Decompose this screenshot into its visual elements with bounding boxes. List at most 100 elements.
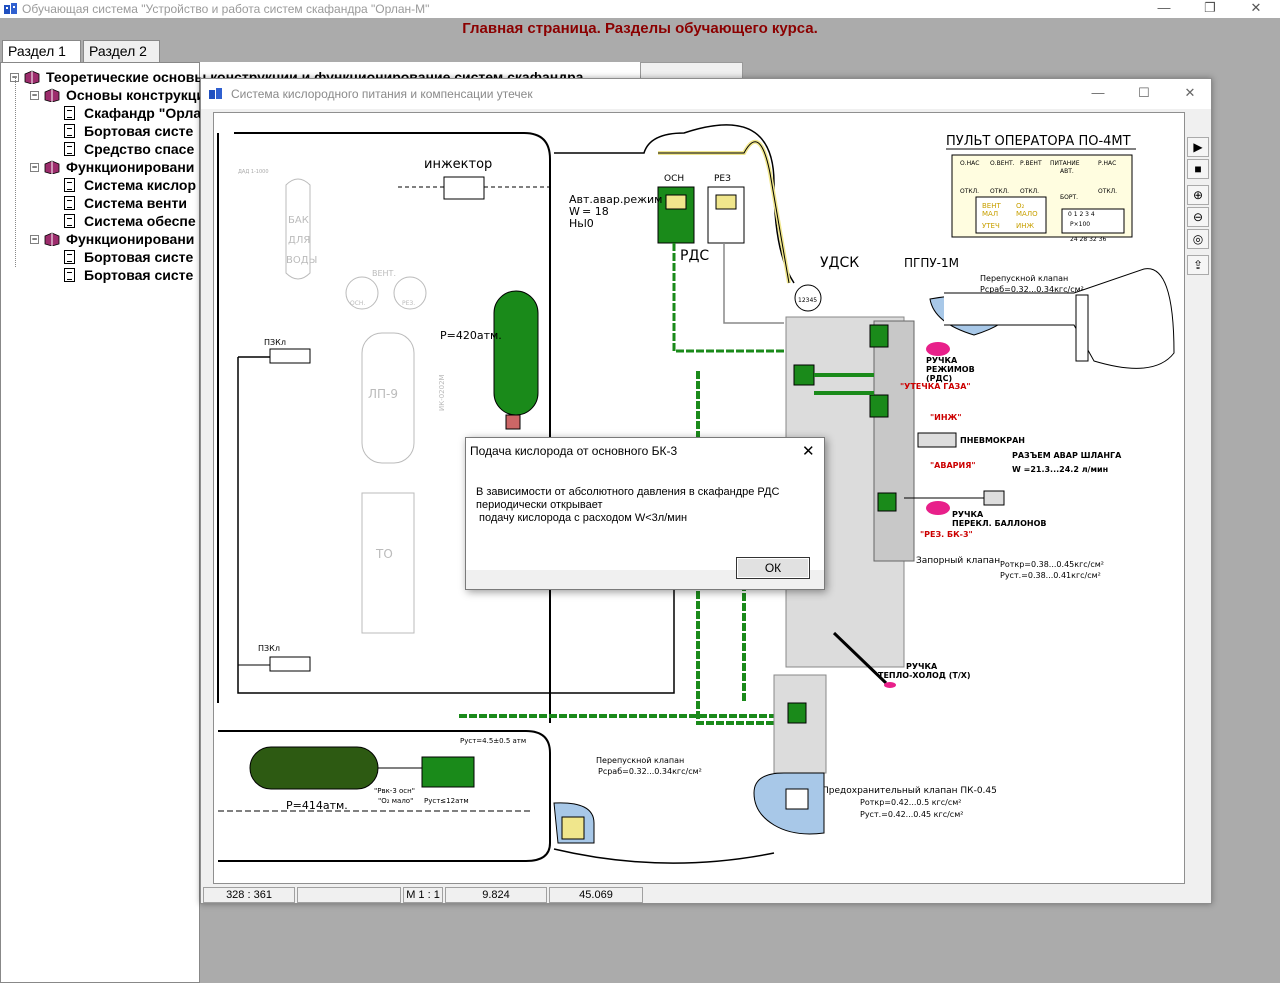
collapse-icon[interactable]: − <box>30 90 39 100</box>
document-icon <box>64 178 75 192</box>
play-icon[interactable]: ▶ <box>1187 137 1209 157</box>
maximize-button[interactable]: ❐ <box>1204 0 1216 15</box>
svg-text:ДЛЯ: ДЛЯ <box>288 235 310 246</box>
svg-text:ПНЕВМОКРАН: ПНЕВМОКРАН <box>960 436 1025 445</box>
tree-item-label: Скафандр "Орлан <box>84 105 210 121</box>
diagram-window-title: Система кислородного питания и компенсац… <box>231 87 533 101</box>
diagram-minimize-button[interactable]: — <box>1091 85 1105 100</box>
svg-text:ПГПУ-1М: ПГПУ-1М <box>904 256 959 270</box>
collapse-icon[interactable]: − <box>30 162 39 172</box>
svg-text:24 28 32 36: 24 28 32 36 <box>1070 236 1106 243</box>
svg-text:Pоткр=0.42...0.5 кгс/см²: Pоткр=0.42...0.5 кгс/см² <box>860 798 961 807</box>
svg-text:ПЗКл: ПЗКл <box>258 644 280 653</box>
svg-text:ПЗКл: ПЗКл <box>264 338 286 347</box>
svg-text:РУЧКА: РУЧКА <box>926 356 958 365</box>
dialog-message: В зависимости от абсолютного давления в … <box>476 486 780 524</box>
svg-text:Перепускной клапан: Перепускной клапан <box>596 756 684 765</box>
course-tree-items: −Теоретические основы конструкции и функ… <box>0 68 640 288</box>
diagram-maximize-button[interactable]: ☐ <box>1138 85 1150 100</box>
tree-item-label: Функционировани <box>66 231 195 247</box>
minimize-button[interactable]: — <box>1157 0 1171 15</box>
injector-label: инжектор <box>424 157 492 172</box>
rds-mode-handle <box>926 342 950 356</box>
course-tree[interactable] <box>0 62 200 983</box>
app-icon <box>4 3 17 14</box>
status-value1: 9.824 <box>445 887 547 903</box>
document-icon <box>64 124 75 138</box>
dialog-titlebar: Подача кислорода от основного БК-3 ✕ <box>466 438 824 466</box>
tree-item-label: Система обеспе <box>84 213 196 229</box>
svg-text:(РДС): (РДС) <box>926 374 952 383</box>
svg-text:ВЕНТ.: ВЕНТ. <box>372 269 396 278</box>
svg-text:ОТКЛ.: ОТКЛ. <box>1098 188 1117 195</box>
svg-text:P=420атм.: P=420атм. <box>440 329 502 342</box>
svg-text:О.НАС: О.НАС <box>960 160 979 167</box>
collapse-icon[interactable]: − <box>30 234 39 244</box>
svg-text:Pуст.=0.42...0.45 кгс/см²: Pуст.=0.42...0.45 кгс/см² <box>860 810 963 819</box>
svg-text:ВОДЫ: ВОДЫ <box>286 255 317 266</box>
document-icon <box>64 214 75 228</box>
cylinder-420 <box>493 290 539 416</box>
svg-text:ВЕНТ: ВЕНТ <box>982 202 1001 210</box>
target-icon[interactable]: ◎ <box>1187 229 1209 249</box>
svg-text:УТЕЧ: УТЕЧ <box>982 222 1000 230</box>
document-icon <box>64 196 75 210</box>
dialog-close-icon[interactable]: ✕ <box>802 443 815 460</box>
stop-icon[interactable]: ■ <box>1187 159 1209 179</box>
zoom-out-icon[interactable]: ⊖ <box>1187 207 1209 227</box>
app-title-bar: Обучающая система "Устройство и работа с… <box>0 0 1280 18</box>
svg-text:АВТ.: АВТ. <box>1060 168 1074 175</box>
svg-text:Р.НАС: Р.НАС <box>1098 160 1116 167</box>
book-icon <box>44 160 60 175</box>
svg-text:Pоткр=0.38...0.45кгс/см²: Pоткр=0.38...0.45кгс/см² <box>1000 560 1104 569</box>
tab-section-1[interactable]: Раздел 1 <box>2 40 81 62</box>
balloon-switch-handle <box>926 501 950 515</box>
svg-text:"УТЕЧКА ГАЗА": "УТЕЧКА ГАЗА" <box>900 382 971 391</box>
svg-text:ДАД 1-1000: ДАД 1-1000 <box>238 169 269 175</box>
svg-text:БОРТ.: БОРТ. <box>1060 194 1078 201</box>
tree-item-label: Система кислор <box>84 177 197 193</box>
close-button[interactable]: ✕ <box>1250 0 1262 15</box>
export-icon[interactable]: ⇪ <box>1187 255 1209 275</box>
svg-text:ПУЛЬТ ОПЕРАТОРА ПО-4МТ: ПУЛЬТ ОПЕРАТОРА ПО-4МТ <box>946 134 1131 149</box>
svg-text:W =21.3...24.2 л/мин: W =21.3...24.2 л/мин <box>1012 465 1108 474</box>
svg-text:ОТКЛ.: ОТКЛ. <box>990 188 1009 195</box>
app-title: Обучающая система "Устройство и работа с… <box>22 2 430 16</box>
svg-text:O₂: O₂ <box>1016 202 1025 210</box>
svg-text:О.ВЕНТ.: О.ВЕНТ. <box>990 160 1015 167</box>
document-icon <box>64 106 75 120</box>
svg-text:"ИНЖ": "ИНЖ" <box>930 413 962 422</box>
tab-section-2[interactable]: Раздел 2 <box>83 40 160 62</box>
svg-text:Pуст=4.5±0.5 атм: Pуст=4.5±0.5 атм <box>460 737 526 745</box>
svg-text:РАЗЪЕМ АВАР ШЛАНГА: РАЗЪЕМ АВАР ШЛАНГА <box>1012 451 1122 460</box>
svg-text:ТЕПЛО-ХОЛОД (Т/Х): ТЕПЛО-ХОЛОД (Т/Х) <box>878 671 971 680</box>
ok-button[interactable]: ОК <box>736 557 810 579</box>
svg-text:Pсраб=0.32...0.34кгс/см²: Pсраб=0.32...0.34кгс/см² <box>598 767 702 776</box>
svg-text:Pуст.=0.38...0.41кгс/см²: Pуст.=0.38...0.41кгс/см² <box>1000 571 1101 580</box>
document-icon <box>64 250 75 264</box>
page-heading: Главная страница. Разделы обучающего кур… <box>462 20 818 37</box>
svg-text:0 1 2 3 4: 0 1 2 3 4 <box>1068 211 1095 218</box>
svg-text:МАЛО: МАЛО <box>1016 210 1038 218</box>
svg-text:= 18: = 18 <box>582 205 609 218</box>
diagram-window-titlebar: Система кислородного питания и компенсац… <box>201 79 1211 109</box>
svg-text:РЕЗ.: РЕЗ. <box>402 300 415 307</box>
status-bar: 328 : 361 М 1 : 1 9.824 45.069 <box>201 886 1211 904</box>
tree-item-label: Функционировани <box>66 159 195 175</box>
svg-text:Запорный клапан: Запорный клапан <box>916 556 1000 566</box>
svg-text:Р.ВЕНТ: Р.ВЕНТ <box>1020 160 1042 167</box>
svg-text:ОТКЛ.: ОТКЛ. <box>960 188 979 195</box>
collapse-icon[interactable]: − <box>10 72 19 82</box>
zoom-in-icon[interactable]: ⊕ <box>1187 185 1209 205</box>
book-icon <box>24 70 40 85</box>
svg-text:Pсраб=0.32...0.34кгс/см²: Pсраб=0.32...0.34кгс/см² <box>980 285 1084 294</box>
svg-text:ОТКЛ.: ОТКЛ. <box>1020 188 1039 195</box>
diagram-close-button[interactable]: ✕ <box>1184 85 1196 100</box>
svg-text:ПИТАНИЕ: ПИТАНИЕ <box>1050 160 1080 167</box>
svg-text:Авт.авар.режим: Авт.авар.режим <box>569 193 662 206</box>
svg-text:ЛП-9: ЛП-9 <box>368 387 398 401</box>
svg-text:"Рвк-3 осн": "Рвк-3 осн" <box>374 787 415 795</box>
pneumo-valve <box>917 432 957 448</box>
tree-item-label: Система венти <box>84 195 187 211</box>
book-icon <box>44 88 60 103</box>
